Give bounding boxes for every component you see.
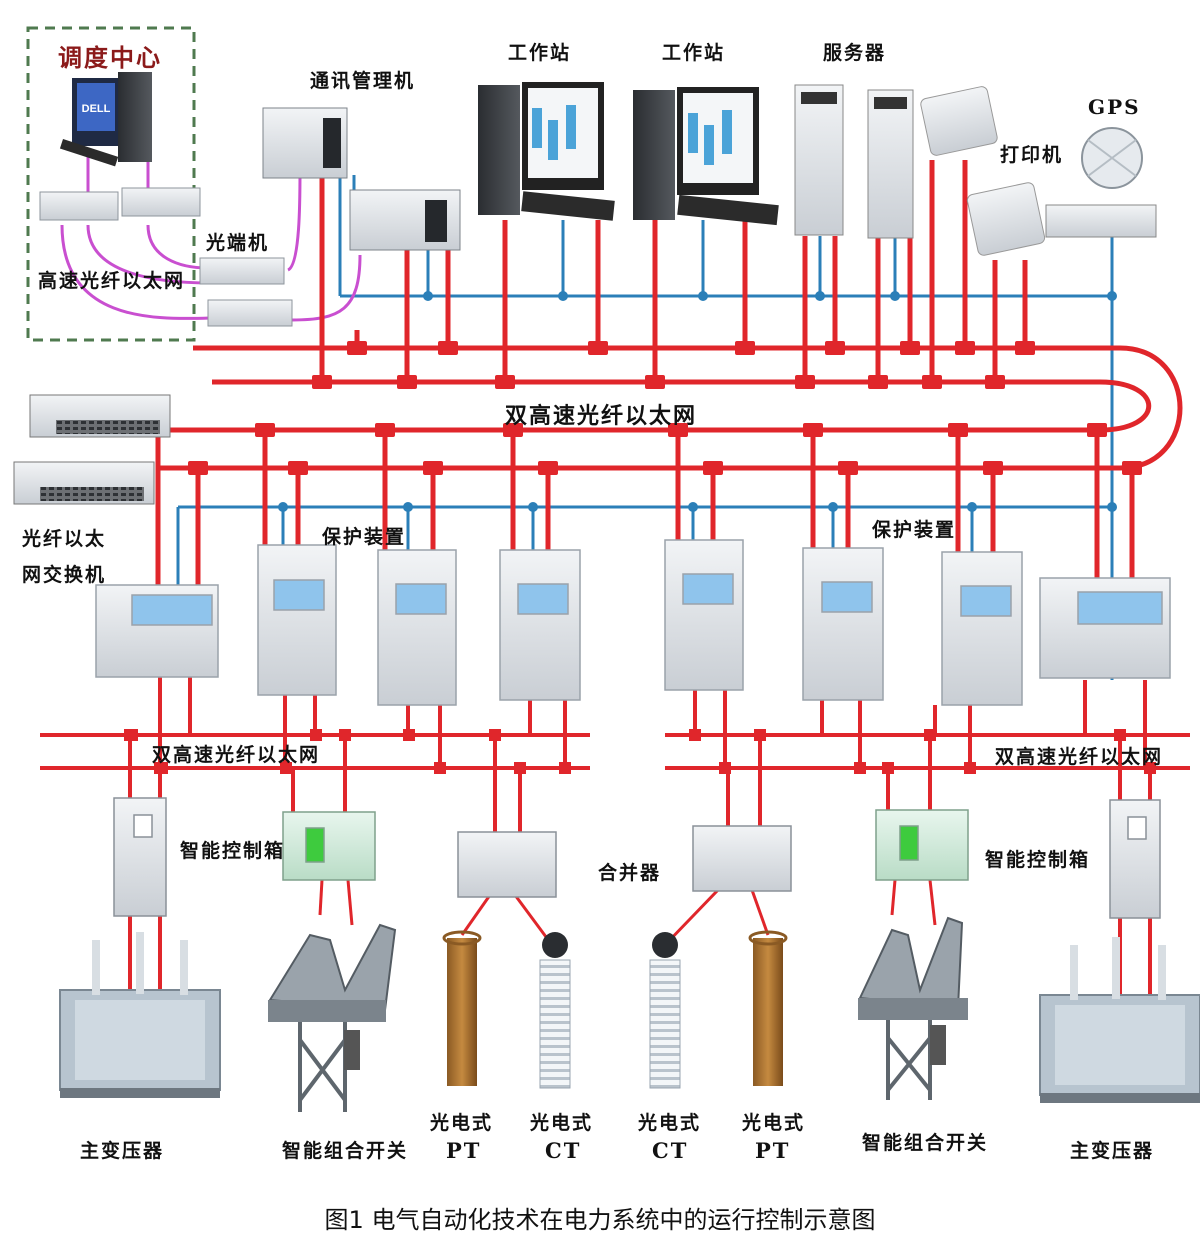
protection-device-6 (802, 547, 884, 701)
label-optical-ct-left-line2: CT (545, 1138, 582, 1163)
smart-switch-left (268, 923, 397, 1112)
server-units (794, 84, 914, 239)
protection-device-4 (499, 549, 581, 701)
label-main-transformer-right: 主变压器 (1070, 1140, 1155, 1162)
merging-unit-leads (318, 879, 937, 947)
label-comm-manager: 通讯管理机 (310, 70, 416, 92)
dispatch-optical-terminals (39, 187, 201, 221)
protection-device-3 (377, 549, 457, 706)
label-smart-switch-left: 智能组合开关 (282, 1140, 409, 1162)
protection-device-7 (941, 551, 1023, 706)
ring-connectors (148, 341, 1142, 475)
label-dual-fiber-ethernet-right: 双高速光纤以太网 (995, 746, 1164, 768)
protection-device-8 (1039, 577, 1171, 679)
label-hs-fiber-ethernet: 高速光纤以太网 (38, 270, 186, 292)
main-transformer-left (59, 932, 221, 1098)
figure-caption: 图1 电气自动化技术在电力系统中的运行控制示意图 (324, 1206, 876, 1234)
protection-device-1 (95, 584, 219, 678)
label-printer: 打印机 (1000, 144, 1064, 166)
label-optical-pt-left-line1: 光电式 (430, 1112, 494, 1134)
label-optical-ct-right-line1: 光电式 (638, 1112, 702, 1134)
label-merging-unit: 合并器 (598, 862, 662, 884)
optical-pt-right (748, 930, 788, 1086)
optical-pt-left (442, 930, 482, 1086)
dispatch-pc: DELL (59, 72, 152, 167)
protection-device-5 (664, 539, 744, 691)
label-dual-fiber-ethernet-left: 双高速光纤以太网 (152, 744, 321, 766)
label-smart-control-box-right: 智能控制箱 (985, 849, 1091, 871)
protection-device-2 (257, 544, 337, 696)
label-optical-ct-right-line2: CT (652, 1138, 689, 1163)
label-optical-pt-right-line1: 光电式 (742, 1112, 806, 1134)
cabinets (113, 797, 1161, 919)
protection-devices (95, 539, 1171, 706)
gps-unit (1045, 127, 1157, 238)
label-fiber-switch-line2: 网交换机 (22, 564, 107, 586)
smart-switch-right (858, 916, 968, 1100)
optical-ct-left (539, 932, 571, 1089)
label-main-transformer-left: 主变压器 (80, 1140, 165, 1162)
label-fiber-switch-line1: 光纤以太 (22, 528, 107, 550)
label-dispatch-center: 调度中心 (58, 43, 162, 72)
label-optical-pt-left-line2: PT (446, 1138, 482, 1163)
fiber-switch-units (13, 394, 171, 505)
process-bus-connectors (124, 729, 1156, 774)
label-protection-device-left: 保护装置 (322, 526, 407, 548)
label-protection-device-right: 保护装置 (872, 519, 957, 541)
merging-unit-boxes (457, 825, 792, 898)
dell-logo: DELL (82, 103, 111, 115)
main-transformer-right (1039, 937, 1200, 1103)
workstation-1 (478, 82, 615, 221)
workstation-2 (633, 87, 779, 226)
label-smart-control-box-left: 智能控制箱 (180, 840, 286, 862)
label-optical-ct-left-line1: 光电式 (530, 1112, 594, 1134)
label-smart-switch-right: 智能组合开关 (862, 1132, 989, 1154)
label-optical-pt-right-line2: PT (755, 1138, 791, 1163)
optical-terminal-units (199, 257, 293, 327)
optical-ct-right (649, 932, 681, 1089)
label-server: 服务器 (823, 42, 887, 64)
label-workstation-1: 工作站 (508, 42, 572, 64)
label-gps: GPS (1088, 95, 1141, 119)
comm-manager-units (262, 107, 461, 251)
label-workstation-2: 工作站 (662, 42, 726, 64)
printer-units (920, 86, 1046, 256)
smart-control-boxes (282, 809, 969, 881)
dispatch-center-box (26, 26, 196, 342)
label-optical-terminal: 光端机 (206, 232, 270, 254)
optical-fiber-lines (60, 155, 362, 322)
label-dual-fiber-ethernet-main: 双高速光纤以太网 (505, 403, 698, 429)
ethernet-nodes (278, 291, 1117, 512)
